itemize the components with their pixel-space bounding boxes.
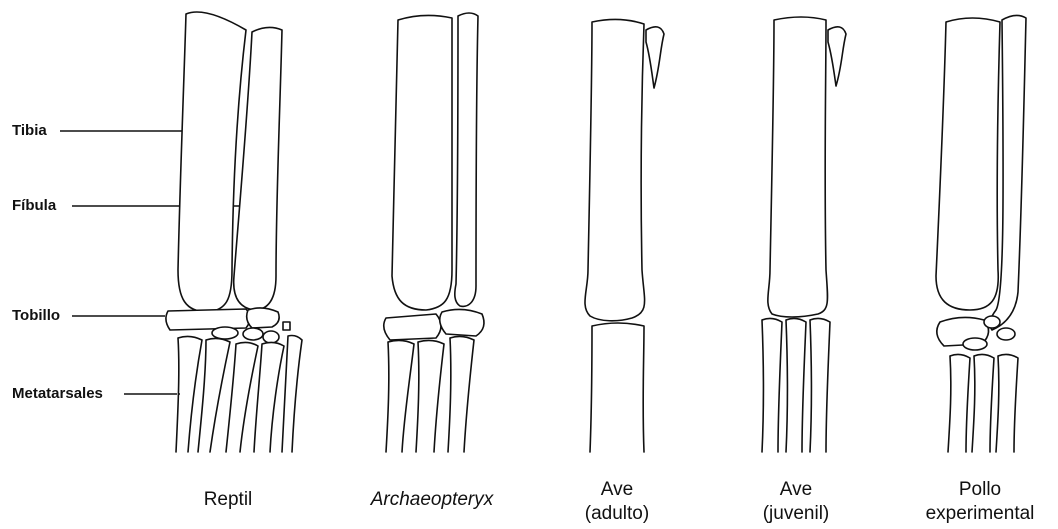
archaeopteryx-ankle-bone-2 xyxy=(440,309,484,336)
reptil-ankle-bone-2 xyxy=(247,308,279,328)
ave-juvenil-tibiotarsus xyxy=(768,17,828,317)
reptil-metatarsal-5 xyxy=(282,336,302,453)
specimen-archaeopteryx xyxy=(384,13,484,452)
pollo-ankle-small-bone-3 xyxy=(963,338,987,350)
captions: Reptil Archaeopteryx Ave (adulto) Ave (j… xyxy=(204,479,1035,524)
pollo-ankle-small-bone-2 xyxy=(997,328,1015,340)
caption-pollo-line-1: Pollo xyxy=(959,479,1001,500)
archaeopteryx-fibula xyxy=(455,13,478,306)
caption-ave-juvenil-line-1: Ave xyxy=(780,479,812,500)
pollo-tibia xyxy=(936,18,1000,310)
archaeopteryx-metatarsal-1 xyxy=(386,340,414,452)
ave-adulto-tibiotarsus xyxy=(585,19,645,320)
ave-juvenil-metatarsal-2 xyxy=(786,318,806,452)
caption-ave-adulto-line-2: (adulto) xyxy=(585,503,649,524)
pollo-metatarsal-1 xyxy=(948,354,970,452)
ave-juvenil-fibula xyxy=(828,27,846,86)
ave-adulto-fibula xyxy=(646,27,664,88)
archaeopteryx-tibia xyxy=(392,15,452,310)
ave-juvenil-metatarsal-3 xyxy=(810,318,830,452)
reptil-ankle-small-bone-1 xyxy=(212,327,238,339)
specimen-ave-adulto xyxy=(585,19,664,452)
reptil-metatarsal-4 xyxy=(254,342,284,452)
archaeopteryx-metatarsal-2 xyxy=(416,340,444,452)
caption-ave-adulto-line-1: Ave xyxy=(601,479,633,500)
label-tibia: Tibia xyxy=(12,122,47,139)
ave-juvenil-metatarsal-1 xyxy=(762,318,782,452)
reptil-ankle-small-bone-3 xyxy=(263,331,279,343)
reptil-ankle-bone-1 xyxy=(166,309,250,330)
caption-ave-juvenil-line-2: (juvenil) xyxy=(763,503,830,524)
pollo-ankle-small-bone-1 xyxy=(984,316,1000,328)
ave-adulto-tarsometatarsus xyxy=(590,323,644,452)
pollo-metatarsal-3 xyxy=(996,354,1018,452)
reptil-ankle-small-bone-2 xyxy=(243,328,263,340)
specimen-reptil xyxy=(166,12,302,452)
caption-archaeopteryx: Archaeopteryx xyxy=(370,489,495,510)
caption-pollo-line-2: experimental xyxy=(926,503,1035,524)
label-fibula: Fíbula xyxy=(12,197,57,214)
specimen-ave-juvenil xyxy=(762,17,846,452)
reptil-ankle-small-bone-4 xyxy=(283,322,290,330)
reptil-metatarsal-2 xyxy=(198,338,230,452)
label-metatarsales: Metatarsales xyxy=(12,385,103,402)
pollo-metatarsal-2 xyxy=(972,354,994,452)
label-tobillo: Tobillo xyxy=(12,307,60,324)
reptil-metatarsal-3 xyxy=(226,342,258,452)
archaeopteryx-ankle-bone-1 xyxy=(384,314,441,340)
caption-reptil: Reptil xyxy=(204,489,253,510)
specimen-pollo-experimental xyxy=(936,15,1026,452)
archaeopteryx-metatarsal-3 xyxy=(448,336,474,452)
